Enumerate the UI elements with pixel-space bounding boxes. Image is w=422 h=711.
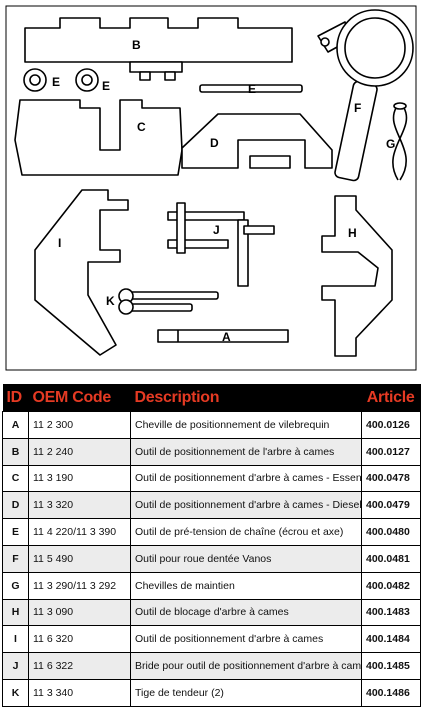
header-oem-code: OEM Code [28,384,131,412]
cell-oem-code: 11 6 322 [28,652,131,680]
cell-description: Tige de tendeur (2) [130,678,362,707]
cell-id: E [2,518,29,546]
cell-oem-code: 11 3 290/11 3 292 [28,571,131,600]
cell-id: I [2,625,29,654]
cell-article: 400.0479 [361,491,421,520]
tool-f-drawing [317,9,414,182]
cell-article: 400.1483 [361,598,421,627]
cell-article: 400.0481 [361,544,421,573]
cell-description: Outil de blocage d'arbre à cames [130,598,362,627]
tool-e-drawing [23,68,99,92]
cell-id: D [2,491,29,520]
tool-k-drawing [118,288,219,315]
label-f: F [354,101,361,115]
cell-oem-code: 11 6 320 [28,625,131,654]
label-k: K [106,294,115,308]
header-article: Article [361,384,421,412]
label-i: I [58,236,61,250]
cell-article: 400.1486 [361,678,421,707]
label-e-nut-2: E [102,79,110,93]
cell-id: C [2,464,29,493]
cell-description: Outil de positionnement de l'arbre à cam… [130,437,362,466]
tool-i-drawing [34,189,129,356]
cell-description: Bride pour outil de positionnement d'arb… [130,652,362,680]
label-h: H [348,226,357,240]
cell-description: Outil pour roue dentée Vanos [130,544,362,573]
cell-article: 400.1484 [361,625,421,654]
cell-id: F [2,544,29,573]
tool-j-drawing [167,202,275,287]
cell-article: 400.0127 [361,437,421,466]
cell-oem-code: 11 2 240 [28,437,131,466]
tool-a-drawing [157,329,289,343]
tool-c-drawing [14,99,183,176]
cell-id: B [2,437,29,466]
tool-kit-diagram: B E E E C D F G I J H K A [5,5,417,371]
label-b: B [132,38,141,52]
cell-oem-code: 11 3 320 [28,491,131,520]
cell-oem-code: 11 3 340 [28,678,131,707]
label-j: J [213,223,220,237]
tool-g-drawing [392,102,408,181]
label-e-nut: E [52,75,60,89]
cell-article: 400.0478 [361,464,421,493]
cell-id: K [2,678,29,707]
cell-article: 400.0126 [361,411,421,439]
cell-oem-code: 11 2 300 [28,411,131,439]
label-d: D [210,136,219,150]
cell-oem-code: 11 5 490 [28,544,131,573]
cell-id: H [2,598,29,627]
cell-oem-code: 11 3 090 [28,598,131,627]
cell-description: Outil de positionnement d'arbre à cames [130,625,362,654]
cell-oem-code: 11 3 190 [28,464,131,493]
cell-article: 400.1485 [361,652,421,680]
label-c: C [137,120,146,134]
label-g: G [386,137,395,151]
header-id: ID [2,384,29,412]
cell-article: 400.0482 [361,571,421,600]
header-description: Description [130,384,362,412]
tool-e-pin-drawing [199,84,303,93]
cell-id: A [2,411,29,439]
label-a: A [222,330,231,344]
label-e-pin: E [248,82,256,96]
tool-b-drawing [24,17,293,81]
cell-description: Chevilles de maintien [130,571,362,600]
cell-description: Outil de pré-tension de chaîne (écrou et… [130,518,362,546]
table-header-row: ID OEM Code Description Article [2,384,421,412]
cell-id: G [2,571,29,600]
cell-oem-code: 11 4 220/11 3 390 [28,518,131,546]
cell-id: J [2,652,29,680]
cell-description: Outil de positionnement d'arbre à cames … [130,491,362,520]
cell-description: Cheville de positionnement de vilebrequi… [130,411,362,439]
cell-article: 400.0480 [361,518,421,546]
tool-d-drawing [181,113,333,169]
cell-description: Outil de positionnement d'arbre à cames … [130,464,362,493]
tool-h-drawing [321,195,393,357]
